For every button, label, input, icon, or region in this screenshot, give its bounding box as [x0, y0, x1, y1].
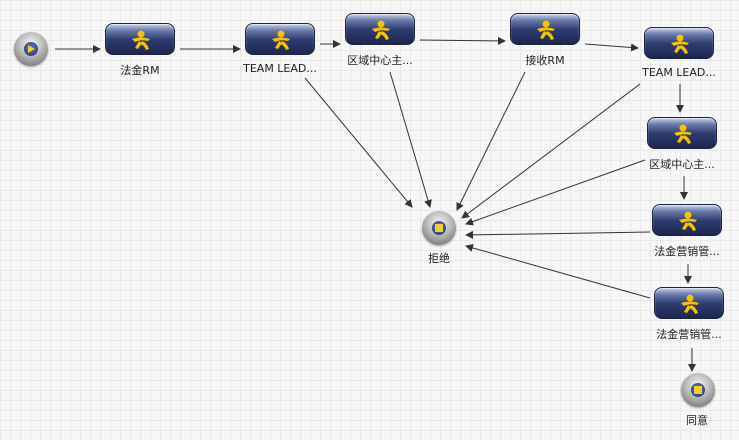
- task-node-fajin-marketing-2[interactable]: [654, 287, 724, 319]
- task-label: 法金营销管...: [654, 245, 720, 258]
- task-label: TEAM LEAD...: [642, 66, 716, 79]
- runner-icon: [537, 20, 555, 40]
- task-node-fajin-marketing-1[interactable]: [652, 204, 722, 236]
- edge-task4-task5: [584, 43, 639, 52]
- runner-icon: [372, 20, 390, 40]
- task-label: 区域中心主...: [347, 54, 413, 67]
- task-box: [510, 13, 580, 45]
- task-box: [647, 117, 717, 149]
- task-node-team-lead-1[interactable]: [245, 23, 315, 55]
- task-label: TEAM LEAD...: [243, 62, 317, 75]
- runner-icon: [681, 294, 699, 314]
- play-icon: [28, 45, 35, 53]
- task-box: [245, 23, 315, 55]
- edge-task4-reject: [456, 71, 526, 211]
- task-label: 区域中心主...: [649, 158, 715, 171]
- task-node-region-center-2[interactable]: [647, 117, 717, 149]
- task-box: [345, 13, 415, 45]
- start-event[interactable]: [14, 32, 48, 66]
- runner-icon: [272, 30, 290, 50]
- end-event-label: 同意: [686, 414, 708, 427]
- approve-end-event[interactable]: [681, 373, 715, 407]
- task-node-receive-rm[interactable]: [510, 13, 580, 45]
- end-event-label: 拒绝: [428, 252, 450, 265]
- stop-square-icon: [694, 386, 702, 394]
- task-label: 法金RM: [120, 64, 160, 77]
- edge-task7-reject: [465, 230, 651, 239]
- edge-task6-reject: [465, 159, 646, 226]
- task-label: 接收RM: [525, 54, 565, 67]
- edge-task8-reject: [465, 244, 651, 299]
- task-box: [644, 27, 714, 59]
- task-node-region-center-1[interactable]: [345, 13, 415, 45]
- edge-task5-reject: [461, 83, 641, 219]
- task-box: [654, 287, 724, 319]
- runner-icon: [674, 124, 692, 144]
- task-box: [652, 204, 722, 236]
- edge-task3-task4: [419, 36, 506, 45]
- task-box: [105, 23, 175, 55]
- task-node-fajin-rm[interactable]: [105, 23, 175, 55]
- stop-square-icon: [435, 224, 443, 232]
- task-label: 法金营销管...: [656, 328, 722, 341]
- edge-task2-reject: [304, 77, 413, 208]
- edge-task3-reject: [389, 71, 432, 208]
- runner-icon: [132, 30, 150, 50]
- runner-icon: [679, 211, 697, 231]
- reject-end-event[interactable]: [422, 211, 456, 245]
- runner-icon: [671, 34, 689, 54]
- task-node-team-lead-2[interactable]: [644, 27, 714, 59]
